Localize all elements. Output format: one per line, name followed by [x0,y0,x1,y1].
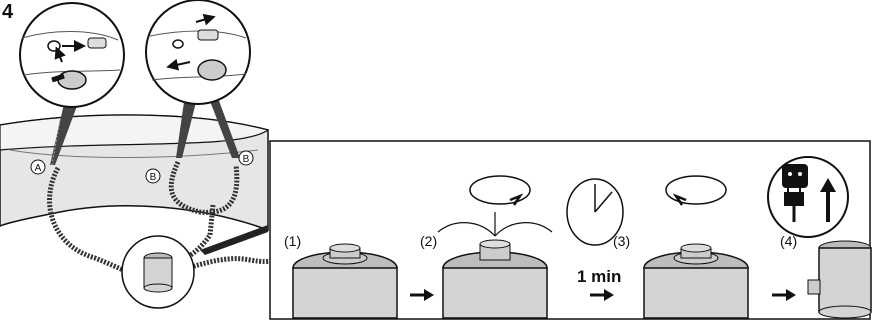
zoom-cones [50,95,240,166]
hose-label-b-right: B [238,150,254,166]
detail-circle-a [19,2,125,108]
arrow-right-icon [410,289,434,301]
arrow-right-icon [590,289,614,301]
filter-pump-2 [437,212,553,319]
pump-detail-circle [121,235,195,309]
zoom-wedge [200,225,268,255]
step-label-1: (1) [284,233,301,249]
hose-label-a: A [30,159,46,175]
wait-duration-text: 1 min [577,267,621,286]
step-label-2: (2) [420,233,437,249]
hose-label-b-left: B [145,168,161,184]
svg-text:B: B [243,154,250,165]
detail-circle-b [145,0,251,105]
filter-pump-4 [807,240,872,319]
step-label-3: (3) [613,233,630,249]
arrow-up-icon [820,178,836,222]
rotate-counterclockwise-icon [665,175,727,206]
filter-pump-3 [643,243,749,319]
svg-text:B: B [150,172,157,183]
rotate-clockwise-icon [469,175,531,206]
svg-text:A: A [35,163,42,174]
step-number: 4 [2,1,14,23]
step-label-4: (4) [780,233,797,249]
power-plug-icon [767,156,849,238]
filter-pump-1 [292,243,398,319]
clock-icon [566,178,624,246]
arrow-right-icon [772,289,796,301]
